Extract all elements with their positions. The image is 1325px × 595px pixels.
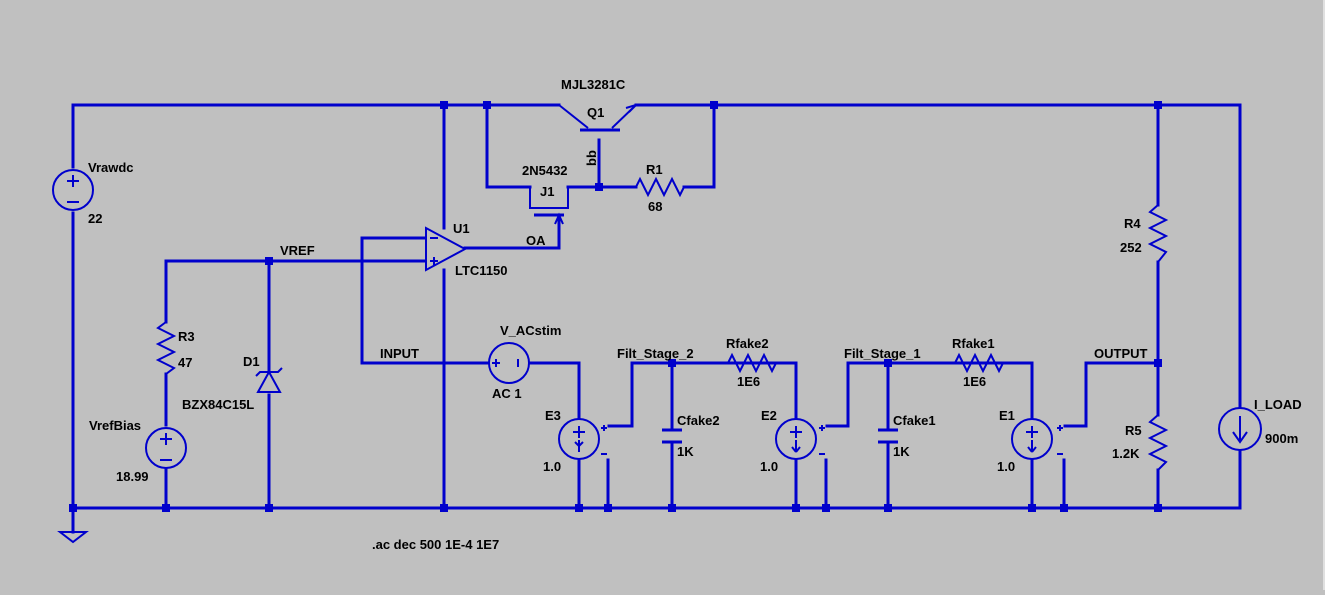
rfake1-ref-label: Rfake1 <box>952 336 995 351</box>
d1-ref-label: D1 <box>243 354 260 369</box>
j1-ref-label: J1 <box>540 184 554 199</box>
output-net-label: OUTPUT <box>1094 346 1148 361</box>
cfake2-ref-label: Cfake2 <box>677 413 720 428</box>
spice-directive[interactable]: .ac dec 500 1E-4 1E7 <box>372 537 499 552</box>
e2-ref-label: E2 <box>761 408 777 423</box>
q1-pin-label: bb <box>584 150 599 166</box>
u1-ref-label: U1 <box>453 221 470 236</box>
junctions <box>69 101 1162 512</box>
rfake2-resistor-icon[interactable] <box>727 352 777 374</box>
r4-ref-label: R4 <box>1124 216 1141 231</box>
vrefbias-source-icon[interactable] <box>145 427 187 469</box>
e3-source-icon[interactable] <box>558 418 607 460</box>
j1-jfet-icon[interactable] <box>529 187 569 225</box>
e2-value-label: 1.0 <box>760 459 778 474</box>
vrefbias-ref-label: VrefBias <box>89 418 141 433</box>
d1-zener-icon[interactable] <box>255 367 283 393</box>
e2-source-icon[interactable] <box>775 418 825 460</box>
q1-model-label: MJL3281C <box>561 77 626 92</box>
filt-stage-2-net-label: Filt_Stage_2 <box>617 346 694 361</box>
r1-ref-label: R1 <box>646 162 663 177</box>
vrefbias-value-label: 18.99 <box>116 469 149 484</box>
cfake1-value-label: 1K <box>893 444 910 459</box>
i-load-source-icon[interactable] <box>1218 407 1262 451</box>
q1-ref-label: Q1 <box>587 105 604 120</box>
rfake1-resistor-icon[interactable] <box>954 352 1004 374</box>
e3-ref-label: E3 <box>545 408 561 423</box>
oa-net-label: OA <box>526 233 546 248</box>
i-load-ref-label: I_LOAD <box>1254 397 1302 412</box>
vref-net-label: VREF <box>280 243 315 258</box>
r5-ref-label: R5 <box>1125 423 1142 438</box>
input-net-label: INPUT <box>380 346 419 361</box>
r4-value-label: 252 <box>1120 240 1142 255</box>
v-acstim-ref-label: V_ACstim <box>500 323 561 338</box>
e1-source-icon[interactable] <box>1011 418 1063 460</box>
cfake2-value-label: 1K <box>677 444 694 459</box>
rfake2-value-label: 1E6 <box>737 374 760 389</box>
r3-ref-label: R3 <box>178 329 195 344</box>
j1-model-label: 2N5432 <box>522 163 568 178</box>
r5-resistor-icon[interactable] <box>1147 414 1169 471</box>
e1-value-label: 1.0 <box>997 459 1015 474</box>
rfake2-ref-label: Rfake2 <box>726 336 769 351</box>
filt-stage-1-net-label: Filt_Stage_1 <box>844 346 921 361</box>
cfake2-capacitor-icon[interactable] <box>662 428 682 444</box>
r5-value-label: 1.2K <box>1112 446 1140 461</box>
cfake1-capacitor-icon[interactable] <box>878 428 898 444</box>
v-acstim-source-icon[interactable] <box>488 342 530 384</box>
rfake1-value-label: 1E6 <box>963 374 986 389</box>
v-acstim-value-label: AC 1 <box>492 386 522 401</box>
d1-model-label: BZX84C15L <box>182 397 254 412</box>
vrawdc-source-icon[interactable] <box>52 169 94 211</box>
i-load-value-label: 900m <box>1265 431 1298 446</box>
e3-value-label: 1.0 <box>543 459 561 474</box>
r1-value-label: 68 <box>648 199 662 214</box>
q1-transistor-icon[interactable] <box>558 104 637 132</box>
r3-value-label: 47 <box>178 355 192 370</box>
ground-icon <box>57 531 89 544</box>
vrawdc-ref-label: Vrawdc <box>88 160 134 175</box>
vrawdc-value-label: 22 <box>88 211 102 226</box>
u1-model-label: LTC1150 <box>455 263 508 278</box>
r4-resistor-icon[interactable] <box>1147 204 1169 263</box>
u1-opamp-icon[interactable] <box>425 226 468 272</box>
cfake1-ref-label: Cfake1 <box>893 413 936 428</box>
r3-resistor-icon[interactable] <box>155 321 177 375</box>
r1-resistor-icon[interactable] <box>635 176 685 198</box>
e1-ref-label: E1 <box>999 408 1015 423</box>
